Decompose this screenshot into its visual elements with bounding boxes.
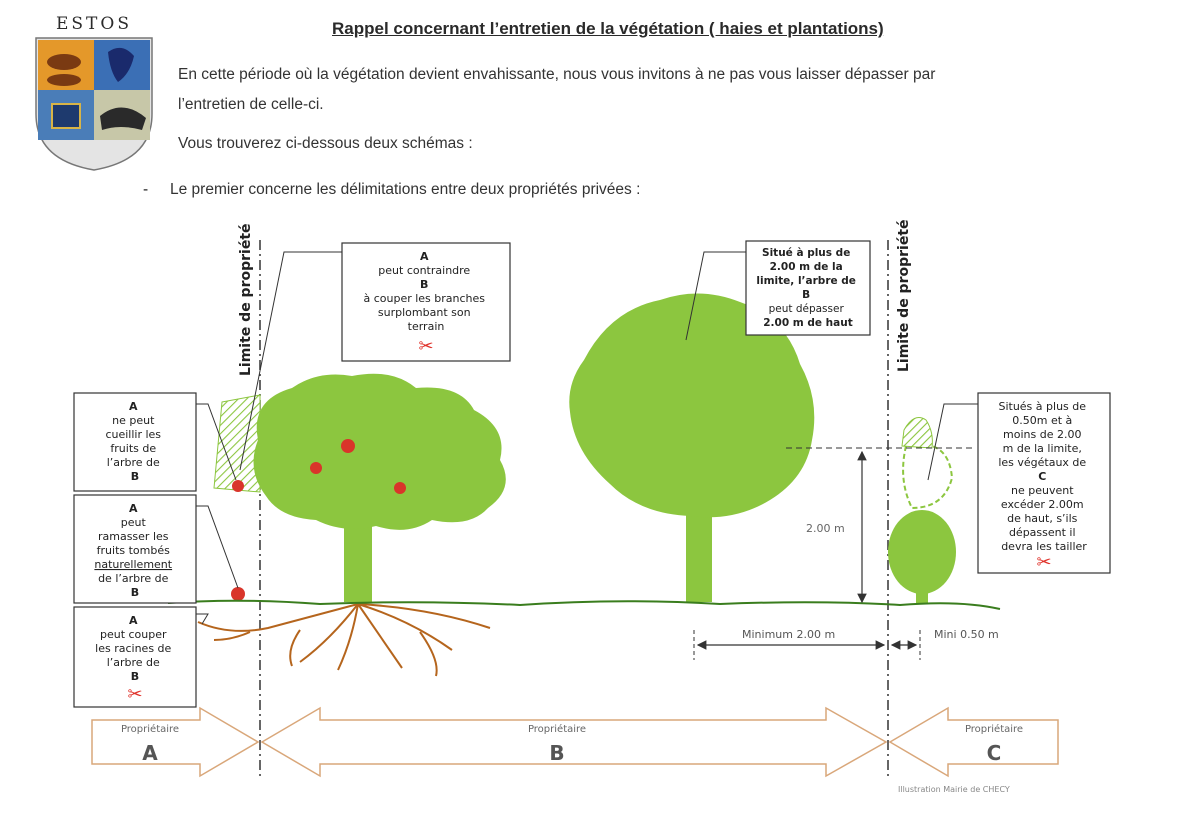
box-tall-line: Situé à plus de (762, 247, 850, 259)
owner-b-word: Propriétaire (528, 723, 586, 735)
box-fallen-line: ramasser les (98, 530, 169, 543)
fruit-tree (213, 373, 506, 602)
box-branches-line: B (420, 278, 428, 291)
crest: ESTOS (30, 14, 158, 179)
box-plants-c: Situés à plus de 0.50m et à moins de 2.0… (977, 392, 1111, 574)
owner-a-letter: A (142, 741, 158, 765)
box-c-line: Situés à plus de (998, 400, 1086, 413)
box-tall-tree: Situé à plus de 2.00 m de la limite, l’a… (745, 240, 871, 336)
box-roots-line: les racines de (95, 642, 171, 655)
box-branches-line: A (420, 250, 429, 263)
intro-paragraph: En cette période où la végétation devien… (178, 60, 1078, 120)
ground-line (167, 599, 1001, 610)
box-tall-line: 2.00 m de haut (763, 317, 853, 329)
svg-text:A ne peut cueillir: A ne peut cueillir les fruits de l’arbre… (105, 400, 164, 483)
svg-text:A peut contraindre: A peut contraindre B à couper les branch… (363, 250, 488, 333)
box-c-line: de haut, s’ils (1007, 512, 1078, 525)
property-limit-label-right: Limite de propriété (896, 219, 912, 372)
box-branches-line: surplombant son (378, 306, 471, 319)
box-fallen-line: B (131, 586, 139, 599)
scissors-icon: ✂ (418, 336, 433, 357)
svg-text:Situés à plus de 0.50m e: Situés à plus de 0.50m et à moins de 2.0… (998, 400, 1089, 553)
box-fallen-line: de l’arbre de (98, 572, 169, 585)
page-title: Rappel concernant l’entretien de la végé… (332, 19, 884, 38)
box-fallen-line: A (129, 502, 138, 515)
schemas-line: Vous trouverez ci-dessous deux schémas : (178, 135, 473, 152)
box-fruits-line: A (129, 400, 138, 413)
height-label: 2.00 m (806, 522, 845, 535)
box-c-line: m de la limite, (1003, 442, 1082, 455)
owner-c-word: Propriétaire (965, 723, 1023, 735)
box-tall-line: peut dépasser (769, 303, 845, 315)
coat-of-arms-icon (35, 37, 153, 171)
box-tall-line: 2.00 m de la (770, 261, 843, 273)
box-c-line: C (1038, 470, 1046, 483)
box-fruits-line: B (131, 470, 139, 483)
scissors-icon: ✂ (127, 684, 142, 705)
property-limit-label-left: Limite de propriété (238, 223, 254, 376)
box-roots: A peut couper les racines de l’arbre de … (73, 606, 197, 708)
min-distance-label: Minimum 2.00 m (742, 628, 835, 641)
box-branches: A peut contraindre B à couper les branch… (341, 242, 511, 362)
owner-arrow-c: Propriétaire C (888, 706, 1059, 778)
box-fruits-line: ne peut (112, 414, 155, 427)
owner-arrow-a: Propriétaire A (91, 706, 260, 778)
box-fruits-line: fruits de (110, 442, 156, 455)
box-roots-line: B (131, 670, 139, 683)
illustration-credit: Illustration Mairie de CHECY (898, 785, 1010, 794)
box-fallen-line: naturellement (94, 558, 172, 571)
apple-icon (394, 482, 406, 494)
crest-name: ESTOS (56, 14, 132, 34)
shrub-c (888, 417, 956, 604)
box-fallen-line: fruits tombés (97, 544, 170, 557)
svg-text:A peut couper les: A peut couper les racines de l’arbre de … (95, 614, 175, 683)
tree-roots (197, 603, 491, 677)
bullet-dash: - (143, 181, 149, 198)
box-c-line: 0.50m et à (1012, 414, 1072, 427)
mini-distance-label: Mini 0.50 m (934, 628, 999, 641)
box-roots-line: A (129, 614, 138, 627)
owner-a-word: Propriétaire (121, 723, 179, 735)
apple-icon (341, 439, 355, 453)
box-c-line: dépassent il (1009, 526, 1076, 539)
box-tall-line: B (802, 289, 810, 301)
box-roots-line: l’arbre de (107, 656, 160, 669)
box-fallen-line: peut (121, 516, 147, 529)
box-c-line: ne peuvent (1011, 484, 1074, 497)
box-roots-line: peut couper (100, 628, 167, 641)
apple-icon (310, 462, 322, 474)
owner-c-letter: C (987, 741, 1002, 765)
scissors-icon: ✂ (1036, 552, 1051, 573)
box-fruits-line: l’arbre de (107, 456, 160, 469)
box-fruits: A ne peut cueillir les fruits de l’arbre… (73, 392, 197, 492)
box-branches-line: à couper les branches (363, 292, 485, 305)
leader-lines (196, 251, 978, 625)
intro-line-1: En cette période où la végétation devien… (178, 66, 936, 83)
box-c-line: les végétaux de (998, 456, 1086, 469)
box-branches-line: peut contraindre (378, 264, 470, 277)
box-branches-line: terrain (408, 320, 445, 333)
svg-text:Situé à plus de 2.00 m d: Situé à plus de 2.00 m de la limite, l’a… (756, 247, 859, 329)
apple-icon (232, 480, 244, 492)
box-c-line: devra les tailler (1001, 540, 1087, 553)
fallen-apple-icon (231, 587, 245, 601)
bullet-line: Le premier concerne les délimitations en… (170, 181, 641, 198)
tall-tree (569, 293, 815, 602)
box-tall-line: limite, l’arbre de (756, 275, 855, 287)
box-fallen-fruits: A peut ramasser les fruits tombés nature… (73, 494, 197, 604)
owner-arrow-b: Propriétaire B (260, 706, 888, 778)
svg-text:A peut ramasser le: A peut ramasser les fruits tombés nature… (94, 502, 175, 599)
intro-line-2: l’entretien de celle-ci. (178, 96, 324, 113)
owner-b-letter: B (549, 741, 564, 765)
box-c-line: excéder 2.00m (1001, 498, 1084, 511)
box-c-line: moins de 2.00 (1003, 428, 1081, 441)
box-fruits-line: cueillir les (105, 428, 161, 441)
